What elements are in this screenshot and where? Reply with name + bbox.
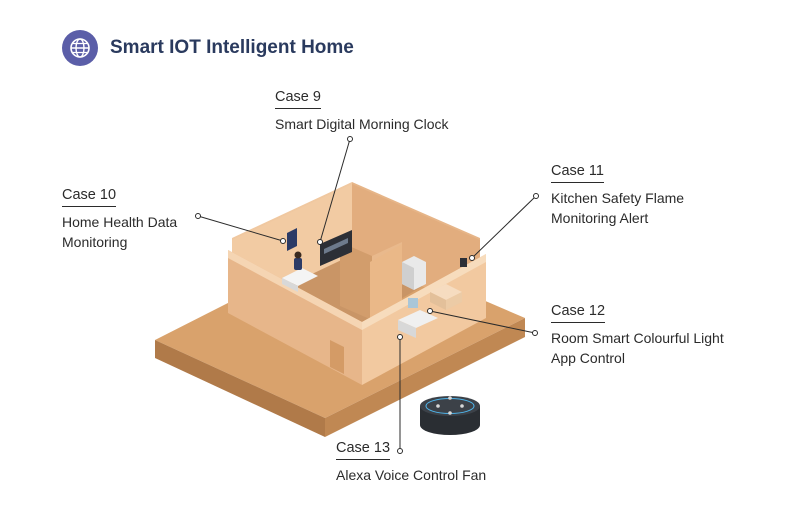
case-11-label: Case 11 Kitchen Safety Flame Monitoring … <box>551 160 684 228</box>
flame-sensor <box>460 258 467 267</box>
sofa <box>282 268 318 286</box>
partition-wall <box>340 242 372 320</box>
callout-lines <box>195 136 539 454</box>
door <box>330 340 344 374</box>
light-device <box>408 298 418 308</box>
case-description: Monitoring Alert <box>551 210 649 226</box>
case-number: Case 11 <box>551 161 604 183</box>
alexa-speaker <box>420 396 480 435</box>
case-number: Case 13 <box>336 438 391 460</box>
person <box>294 258 302 270</box>
case-description: Monitoring <box>62 234 128 250</box>
case-description: Home Health Data <box>62 214 178 230</box>
header: Smart IOT Intelligent Home <box>62 30 354 66</box>
health-monitor <box>287 228 297 251</box>
case-description: Room Smart Colourful Light <box>551 330 724 346</box>
case-description: Kitchen Safety Flame <box>551 190 685 206</box>
case-number: Case 12 <box>551 301 606 323</box>
case-description: Smart Digital Morning Clock <box>275 116 449 132</box>
case-12-label: Case 12 Room Smart Colourful Light App C… <box>551 300 724 368</box>
front-wall-left <box>228 250 362 385</box>
case-10-label: Case 10 Home Health Data Monitoring <box>62 184 177 252</box>
case-description: App Control <box>551 350 625 366</box>
desk <box>398 310 438 328</box>
case-number: Case 9 <box>275 87 321 109</box>
case-13-label: Case 13 Alexa Voice Control Fan <box>336 437 486 485</box>
case-number: Case 10 <box>62 185 117 207</box>
globe-icon <box>62 30 98 66</box>
case-9-label: Case 9 Smart Digital Morning Clock <box>275 86 449 134</box>
page-title: Smart IOT Intelligent Home <box>110 37 354 58</box>
case-description: Alexa Voice Control Fan <box>336 467 487 483</box>
